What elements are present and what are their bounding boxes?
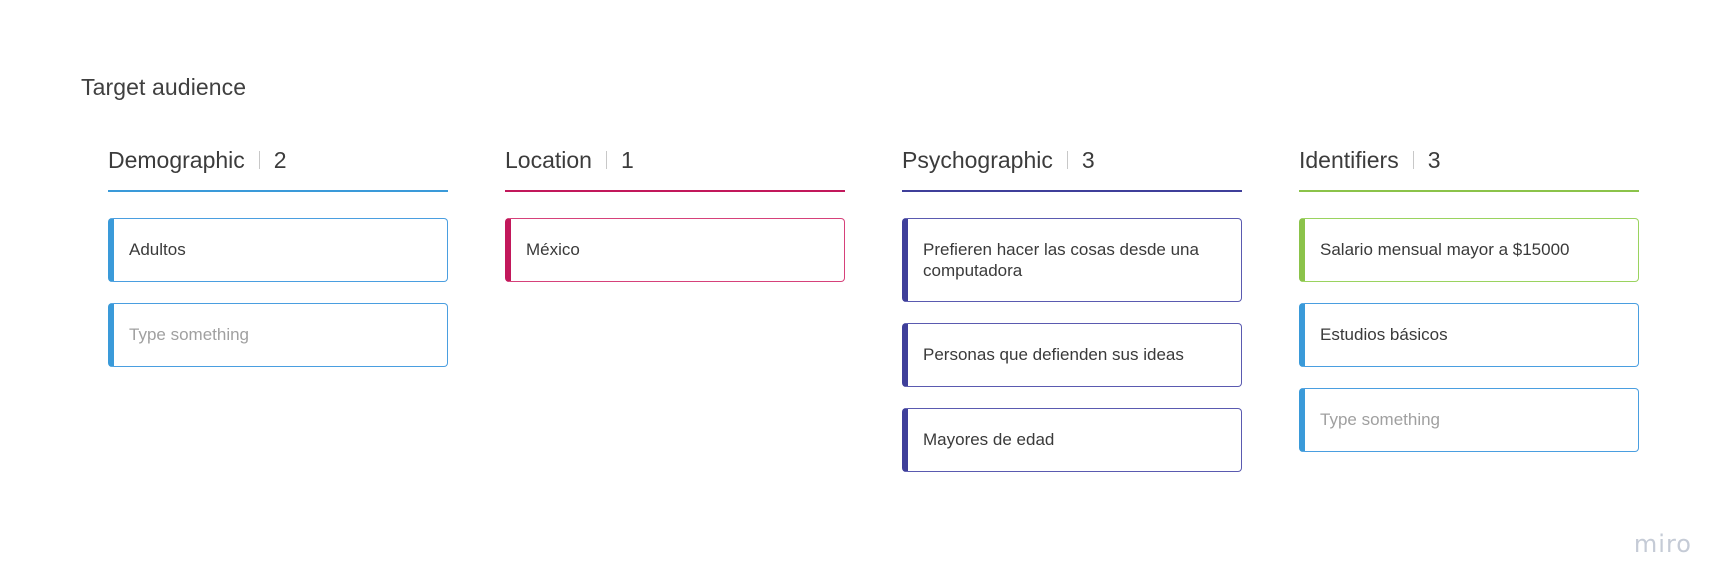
column-title[interactable]: Psychographic bbox=[902, 146, 1053, 173]
card[interactable]: Estudios básicos bbox=[1299, 303, 1639, 367]
column-count: 2 bbox=[273, 146, 287, 173]
card-text: Mayores de edad bbox=[923, 430, 1055, 449]
column-count: 3 bbox=[1081, 146, 1095, 173]
card[interactable]: México bbox=[505, 218, 845, 282]
column-header: Location 1 bbox=[505, 140, 845, 192]
header-divider bbox=[1066, 151, 1068, 169]
column-header: Identifiers 3 bbox=[1299, 140, 1639, 192]
card[interactable]: Personas que defienden sus ideas bbox=[902, 323, 1242, 387]
column-identifiers: Identifiers 3 Salario mensual mayor a $1… bbox=[1299, 140, 1639, 473]
card[interactable]: Adultos bbox=[108, 218, 448, 282]
board-title: Target audience bbox=[81, 74, 247, 100]
card[interactable]: Salario mensual mayor a $15000 bbox=[1299, 218, 1639, 282]
column-location: Location 1 México bbox=[505, 140, 845, 303]
column-title[interactable]: Identifiers bbox=[1299, 146, 1399, 173]
card-text: Prefieren hacer las cosas desde una comp… bbox=[923, 240, 1199, 280]
card[interactable]: Prefieren hacer las cosas desde una comp… bbox=[902, 218, 1242, 302]
card-text: Salario mensual mayor a $15000 bbox=[1320, 240, 1570, 259]
column-psychographic: Psychographic 3 Prefieren hacer las cosa… bbox=[902, 140, 1242, 493]
miro-logo: miro bbox=[1633, 530, 1692, 558]
card-text: Estudios básicos bbox=[1320, 325, 1448, 344]
card-text: México bbox=[526, 240, 580, 259]
column-title[interactable]: Demographic bbox=[108, 146, 245, 173]
column-count: 1 bbox=[620, 146, 634, 173]
column-demographic: Demographic 2 Adultos Type something bbox=[108, 140, 448, 388]
header-divider bbox=[1412, 151, 1414, 169]
card-text: Personas que defienden sus ideas bbox=[923, 345, 1184, 364]
column-header: Demographic 2 bbox=[108, 140, 448, 192]
header-divider bbox=[605, 151, 607, 169]
card-placeholder-text: Type something bbox=[129, 325, 250, 344]
column-title[interactable]: Location bbox=[505, 146, 592, 173]
column-header: Psychographic 3 bbox=[902, 140, 1242, 192]
card-placeholder[interactable]: Type something bbox=[108, 303, 448, 367]
card[interactable]: Mayores de edad bbox=[902, 408, 1242, 472]
column-count: 3 bbox=[1427, 146, 1441, 173]
header-divider bbox=[258, 151, 260, 169]
card-placeholder-text: Type something bbox=[1320, 410, 1441, 429]
card-placeholder[interactable]: Type something bbox=[1299, 388, 1639, 452]
card-text: Adultos bbox=[129, 240, 186, 259]
